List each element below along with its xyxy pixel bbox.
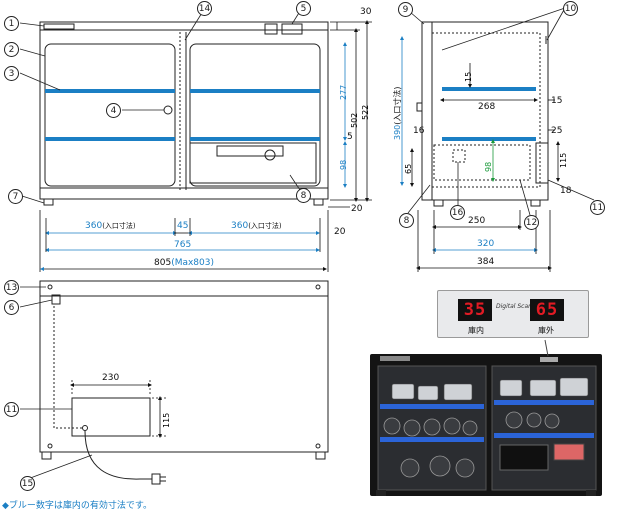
outside-humidity-display: 65 [530, 299, 564, 321]
back-vent [51, 294, 61, 305]
side-unit [433, 144, 531, 181]
callout-14: 14 [197, 1, 212, 16]
dim-98: 98 [339, 159, 348, 170]
dim-277: 277 [339, 84, 348, 100]
dim-268: 268 [478, 102, 496, 112]
side-view [416, 21, 549, 207]
callout-6: 6 [4, 300, 19, 315]
callout-9: 9 [398, 2, 413, 17]
power-switch [264, 23, 278, 35]
back-dimensions [70, 380, 166, 438]
display-box [281, 23, 303, 35]
dim-30: 30 [360, 7, 372, 17]
back-unit [71, 397, 151, 437]
side-dimensions [400, 36, 560, 272]
door-lock [163, 105, 173, 115]
callout-11b: 11 [4, 402, 19, 417]
dim-320: 320 [477, 239, 495, 249]
back-view [39, 280, 329, 485]
callout-10: 10 [563, 1, 578, 16]
callout-15: 15 [20, 476, 35, 491]
dim-230: 230 [102, 373, 120, 383]
dim-15-right: 15 [551, 96, 563, 106]
foot-right [313, 198, 324, 206]
callout-3: 3 [4, 66, 19, 81]
dim-360-right: 360(入口寸法) [231, 221, 282, 231]
dim-360-left: 360(入口寸法) [85, 221, 136, 231]
side-leaders [407, 7, 595, 216]
brand-label: Digital Scan [496, 303, 532, 310]
dim-16: 16 [413, 126, 425, 136]
inside-humidity-display: 35 [458, 299, 492, 321]
front-leaders [19, 7, 303, 204]
dim-502: 502 [350, 112, 359, 128]
dim-25: 25 [551, 126, 563, 136]
side-shelves [442, 87, 536, 141]
callout-8b: 8 [399, 213, 414, 228]
front-shelves [45, 89, 320, 141]
callout-5: 5 [296, 1, 311, 16]
front-cabinet [39, 21, 329, 200]
callout-7: 7 [8, 189, 23, 204]
dim-522: 522 [361, 104, 370, 120]
dim-250: 250 [468, 216, 486, 226]
dehumidifier-unit [189, 142, 317, 184]
outside-label: 庫外 [538, 326, 554, 335]
dim-98-side: 98 [484, 161, 493, 172]
dim-390: 390(入口寸法) [393, 86, 402, 140]
front-dimensions [39, 20, 372, 272]
right-door-glass [189, 43, 321, 187]
dim-384: 384 [477, 257, 495, 267]
dim-15-top: 15 [464, 71, 473, 82]
dim-18: 18 [560, 186, 572, 196]
callout-13: 13 [4, 280, 19, 295]
back-leaders [19, 286, 93, 481]
front-view [39, 21, 329, 206]
callout-12: 12 [524, 215, 539, 230]
foot-left [43, 198, 54, 206]
dim-20-front: 20 [351, 204, 363, 214]
caption: ◆ブルー数字は庫内の有効寸法です。 [2, 501, 153, 511]
dial [264, 149, 276, 161]
dim-5: 5 [347, 132, 353, 142]
back-cabinet [39, 280, 329, 453]
dim-45: 45 [177, 221, 189, 231]
inside-label: 庫内 [468, 326, 484, 335]
callout-2: 2 [4, 42, 19, 57]
dim-65: 65 [404, 163, 413, 174]
dim-805: 805(Max803) [154, 258, 214, 268]
callout-16: 16 [450, 205, 465, 220]
dim-20-side: 20 [334, 227, 346, 237]
dim-765: 765 [174, 240, 192, 250]
display-panel: 35 Digital Scan 65 庫内 庫外 [437, 290, 589, 338]
dim-115-side: 115 [559, 152, 568, 168]
left-door-glass [44, 43, 176, 187]
callout-11: 11 [590, 200, 605, 215]
dim-115-back: 115 [162, 412, 171, 428]
callout-1: 1 [4, 16, 19, 31]
product-photo [370, 339, 602, 496]
callout-4: 4 [106, 103, 121, 118]
callout-8: 8 [296, 188, 311, 203]
control-slot [43, 23, 75, 30]
